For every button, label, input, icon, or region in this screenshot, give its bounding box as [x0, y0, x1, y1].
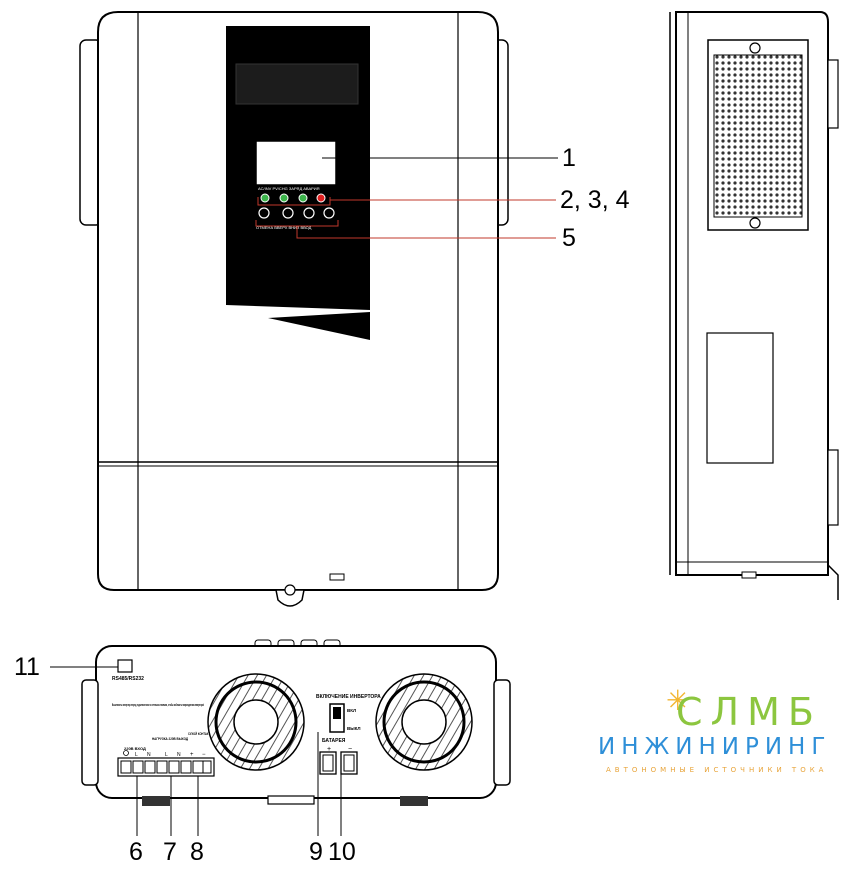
load-output-label: НАГРУЗКА 220В ВЫХОД: [152, 737, 188, 741]
bottom-right-handle: [493, 679, 511, 786]
battery-label: БАТАРЕЯ: [322, 738, 346, 744]
battery-plus: +: [327, 746, 331, 753]
side-vent-grille: [713, 54, 803, 218]
callout-6: 6: [129, 838, 143, 866]
bottom-view: RS485/RS232 Выключить инвертор перед под…: [50, 639, 511, 836]
callout-11: 11: [14, 653, 40, 681]
ac-input-label: 220В ВХОД: [124, 746, 146, 751]
led-ac-inv: [260, 193, 270, 203]
terminal-minus: −: [202, 752, 206, 758]
side-rear-tab-top: [827, 59, 839, 129]
led-pv-chg: [279, 193, 289, 203]
terminal-plus: +: [190, 752, 194, 758]
front-mount-hole: [284, 584, 296, 596]
side-rear-tab-bottom: [827, 449, 839, 526]
callout-8: 8: [190, 838, 204, 866]
led-fault: [316, 193, 326, 203]
switch-off-label: ВЫКЛ: [347, 726, 361, 731]
rs-port-label: RS485/RS232: [112, 676, 144, 682]
button-label-line: ОТМЕНА ВВЕРХ ВНИЗ ВВОД: [256, 225, 312, 230]
switch-title: ВКЛЮЧЕНИЕ ИНВЕРТОРА: [316, 694, 381, 700]
star-icon: ✳: [666, 685, 690, 716]
inverter-switch-rocker: [333, 707, 341, 719]
button-up[interactable]: [282, 207, 294, 219]
terminal-l-1: L: [135, 752, 138, 758]
terminal-n-1: N: [147, 752, 151, 758]
battery-terminal-plus-inner: [322, 754, 334, 772]
battery-terminal-minus-inner: [343, 754, 355, 772]
grille-screw-top: [749, 42, 761, 54]
callout-10: 10: [328, 838, 356, 866]
side-label-area: [706, 332, 774, 464]
terminal-l-2: L: [165, 752, 168, 758]
front-top-window: [235, 63, 359, 105]
terminal-slots: [120, 760, 212, 774]
leader-5: [255, 220, 556, 239]
fan-left-hub: [233, 699, 279, 745]
bottom-foot-left: [142, 796, 170, 806]
fan-left-ring: [214, 680, 298, 764]
callout-2-3-4: 2, 3, 4: [560, 186, 630, 214]
warning-text: Выключить инвертор перед подключением к …: [112, 703, 204, 707]
bottom-foot-right: [400, 796, 428, 806]
rs485-port: [117, 659, 133, 673]
callout-7: 7: [163, 838, 177, 866]
led-charge: [298, 193, 308, 203]
front-mount-tab: [275, 589, 305, 607]
leader-2-3-4: [257, 197, 556, 206]
side-mount-hook: [827, 564, 839, 600]
logo-main-text: СЛМБ: [676, 690, 822, 734]
callout-9: 9: [309, 838, 323, 866]
battery-minus: −: [348, 746, 352, 753]
ground-icon: [123, 750, 129, 756]
grille-screw-bottom: [749, 217, 761, 229]
bottom-foot-mid: [267, 795, 315, 805]
logo-sub-text: ИНЖИНИРИНГ: [598, 734, 832, 760]
front-bottom-clip: [329, 573, 345, 581]
led-label-line: AC/INV PV/CHG ЗАРЯД АВАРИЯ: [258, 186, 320, 191]
side-bottom-clip: [741, 571, 757, 579]
side-view: [669, 11, 839, 600]
fan-right-hub: [401, 699, 447, 745]
dry-contact-label: СУХОЙ КОНТАКТ: [188, 732, 211, 736]
button-down[interactable]: [303, 207, 315, 219]
company-logo: ✳ СЛМБ ИНЖИНИРИНГ АВТОНОМНЫЕ ИСТОЧНИКИ Т…: [598, 685, 848, 780]
switch-on-label: ВКЛ: [347, 708, 356, 713]
button-enter[interactable]: [323, 207, 335, 219]
logo-tagline: АВТОНОМНЫЕ ИСТОЧНИКИ ТОКА: [606, 766, 828, 774]
bottom-left-handle: [81, 679, 99, 786]
lcd-display: [255, 140, 337, 186]
callout-1: 1: [562, 144, 576, 172]
terminal-n-2: N: [177, 752, 181, 758]
fan-right-ring: [382, 680, 466, 764]
front-view: AC/INV PV/CHG ЗАРЯД АВАРИЯ ОТМЕНА ВВЕРХ …: [79, 11, 558, 607]
front-black-panel-lower: [268, 312, 370, 340]
button-cancel[interactable]: [258, 207, 270, 219]
callout-5: 5: [562, 224, 576, 252]
